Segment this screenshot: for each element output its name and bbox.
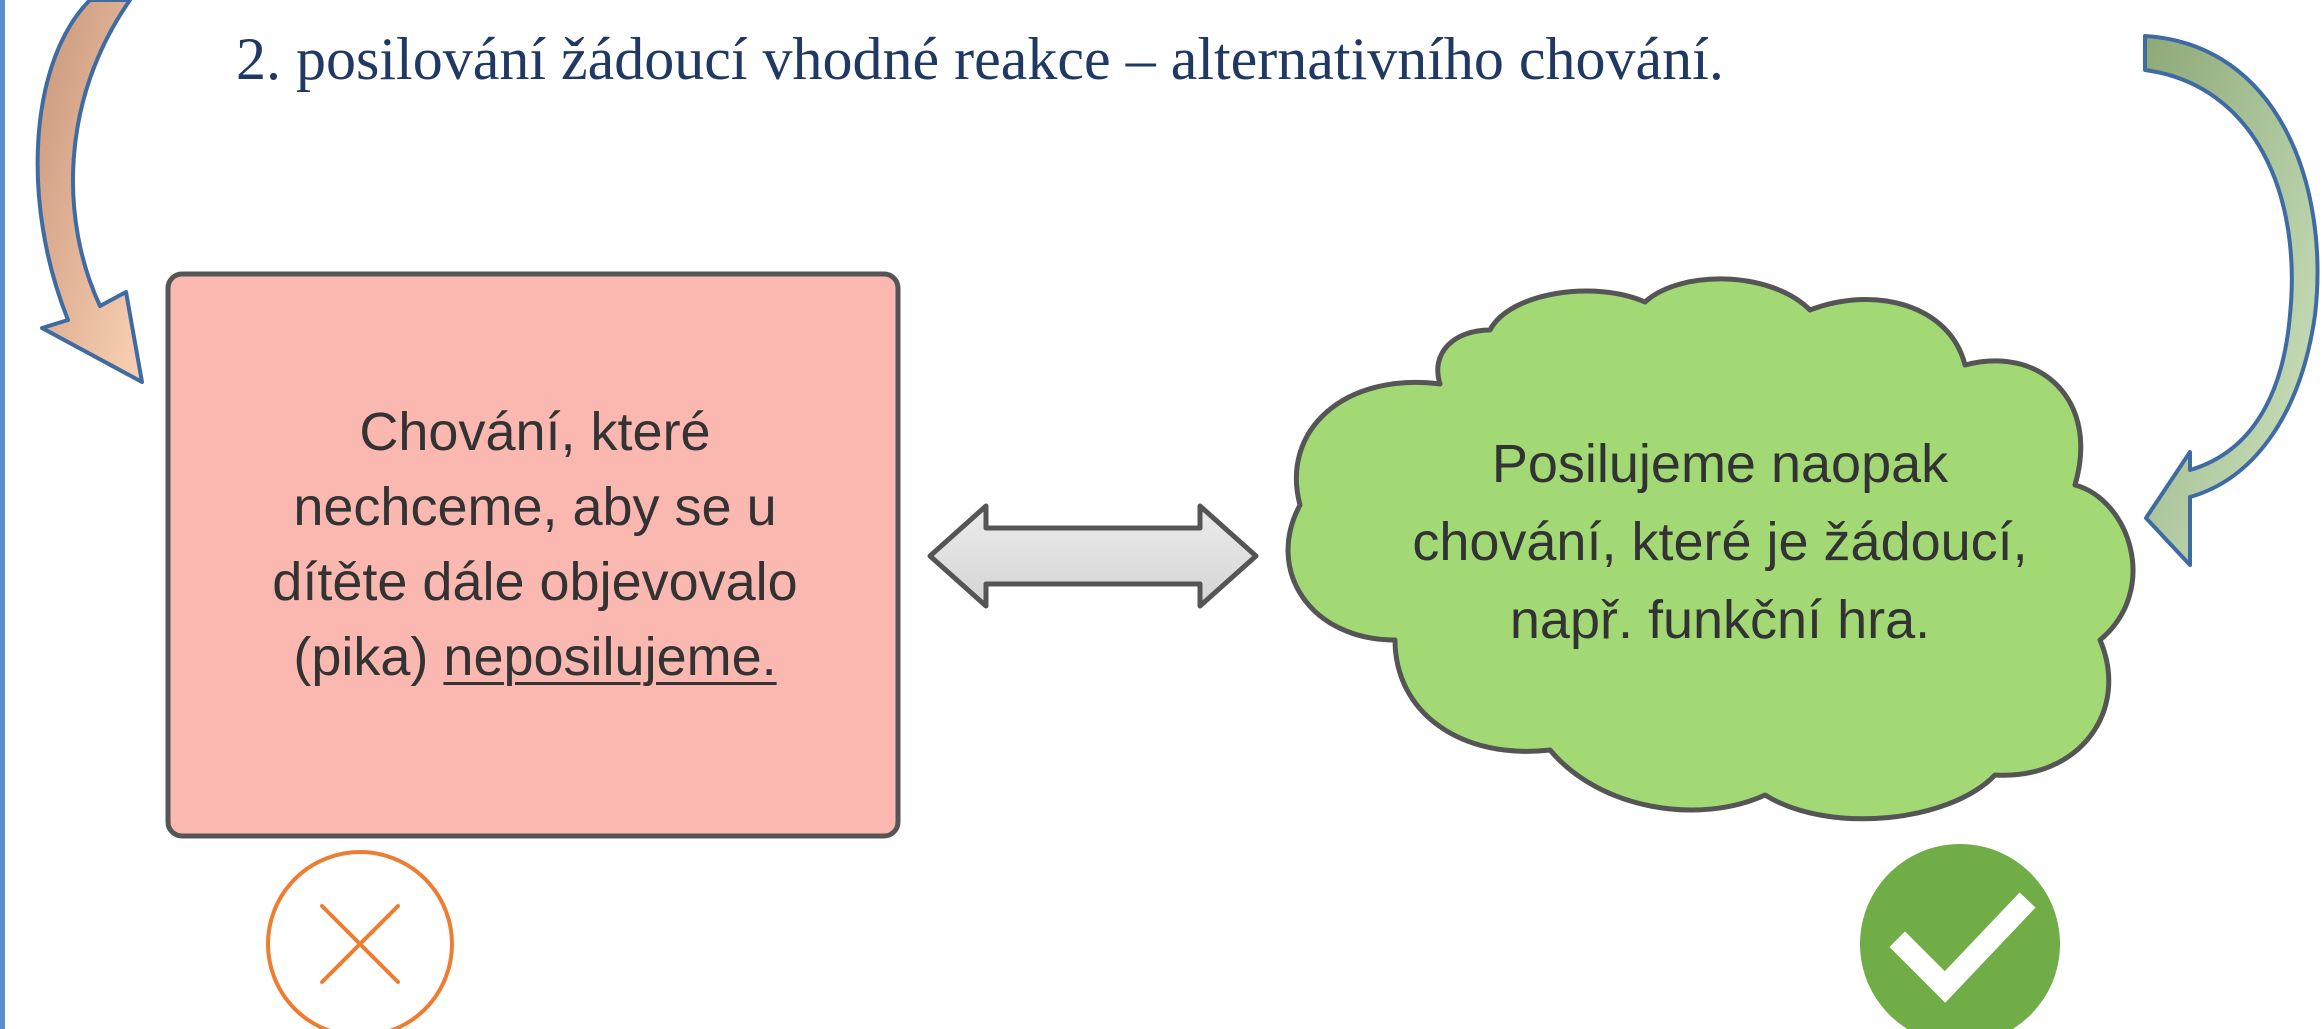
unwanted-line-1: Chování, které [359, 402, 711, 462]
unwanted-line-2: nechceme, aby se u [293, 477, 777, 537]
unwanted-behavior-box [165, 271, 901, 839]
checkmark-in-circle-icon [1860, 844, 2060, 1029]
cross-in-circle-icon [266, 850, 454, 1029]
double-arrow [927, 503, 1259, 609]
unwanted-behavior-text: Chování, které nechceme, aby se u dítěte… [205, 395, 865, 695]
unwanted-line-4-prefix: (pika) [293, 627, 429, 687]
slide-heading: 2. posilování žádoucí vhodné reakce – al… [236, 26, 1724, 92]
wanted-line-3: např. funkční hra. [1509, 590, 1931, 650]
wanted-line-1: Posilujeme naopak [1491, 434, 1949, 494]
unwanted-line-3: dítěte dále objevovalo [272, 552, 798, 612]
wanted-behavior-cloud [1285, 276, 2136, 822]
curved-arrow-left [35, 0, 144, 384]
unwanted-line-4-emphasis: neposilujeme. [443, 627, 777, 687]
left-accent-rule [0, 0, 5, 1029]
wanted-line-2: chování, které je žádoucí, [1412, 512, 2028, 572]
unwanted-line-4: (pika) neposilujeme. [205, 620, 865, 695]
wanted-behavior-text: Posilujeme naopak chování, které je žádo… [1310, 425, 2130, 659]
curved-arrow-right [2143, 34, 2320, 567]
